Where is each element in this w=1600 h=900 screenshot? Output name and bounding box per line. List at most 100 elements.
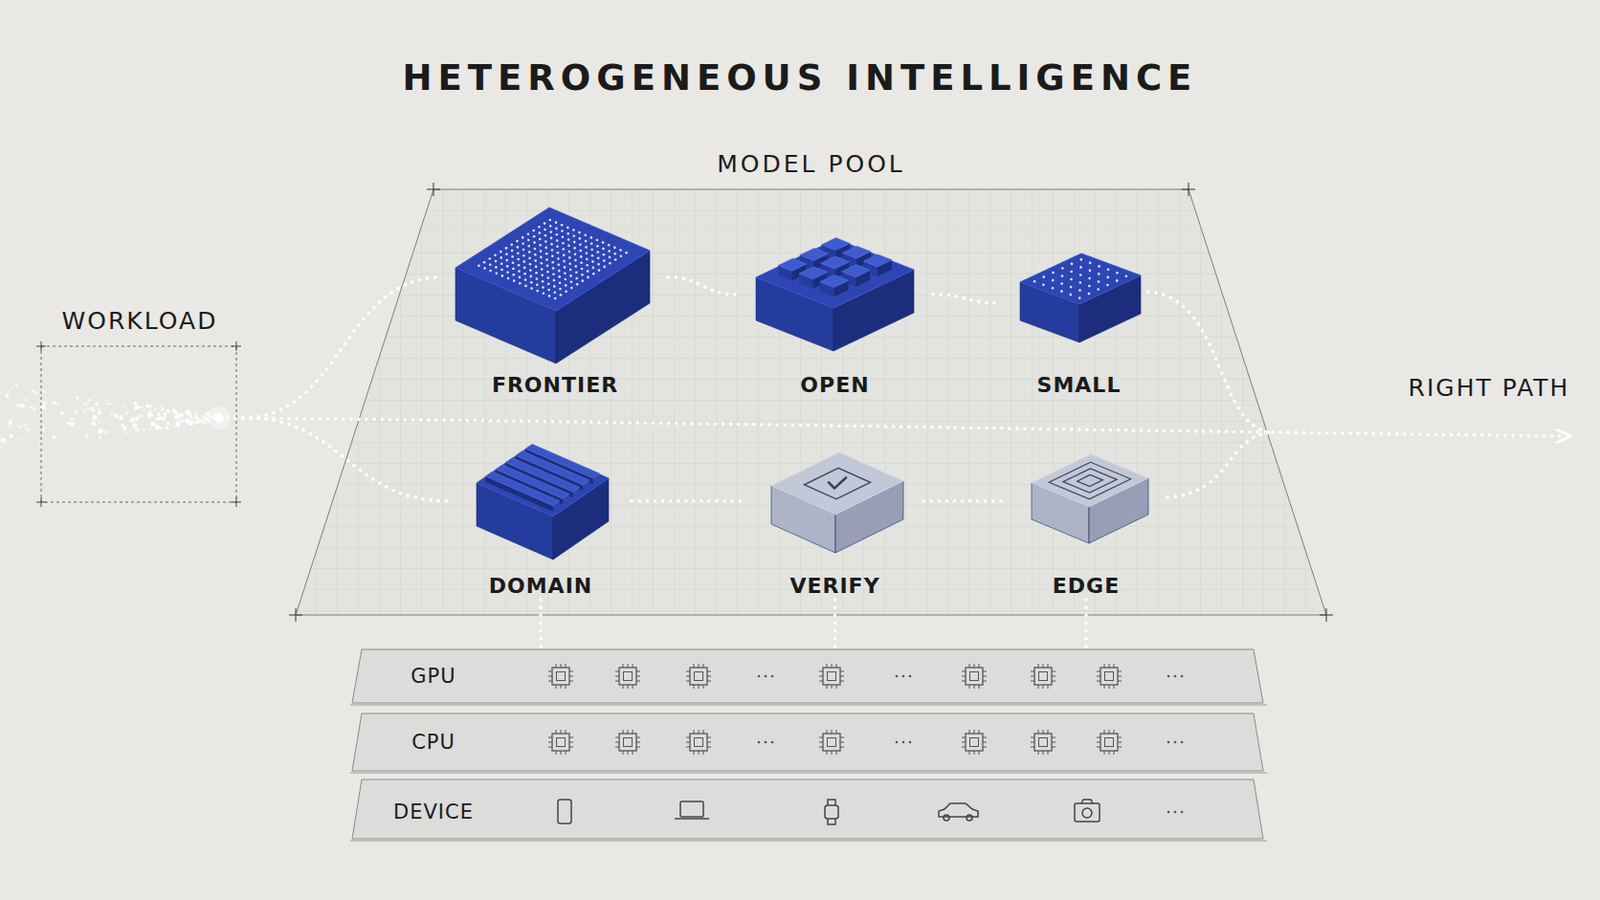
chip-dot (544, 240, 548, 244)
particle-dot (7, 420, 12, 424)
chip-dot (591, 260, 595, 264)
chip-dot (1106, 284, 1110, 288)
ellipsis-dot (771, 675, 775, 679)
particle-dot (97, 421, 100, 423)
chip-dot (569, 274, 573, 278)
particle-dot (41, 401, 45, 405)
nested-square (1048, 462, 1131, 500)
chip-dot (506, 259, 510, 263)
chip-dot (530, 287, 534, 290)
chip-dot (551, 255, 555, 259)
particle-dot (18, 424, 22, 428)
chip-dot (546, 270, 550, 274)
chip-core (694, 672, 704, 682)
chip-pin (819, 664, 845, 689)
chip-dot (1097, 280, 1101, 284)
particle-dot (85, 434, 89, 439)
chip-dot (493, 254, 497, 258)
particle-dot (141, 415, 144, 418)
chip-dot (585, 258, 589, 262)
chip-pin (1030, 664, 1056, 689)
model-pool-plane: MODEL POOLFRONTIEROPENSMALLDOMAINVERIFYE… (287, 143, 1335, 623)
particle-dot (133, 426, 139, 432)
chip-dot (545, 258, 549, 262)
flow-connector (243, 418, 450, 502)
chip-dot (1060, 289, 1064, 293)
particle-dot (16, 392, 19, 395)
corner-tick (1181, 182, 1196, 197)
chip-dot (537, 225, 541, 229)
cube-top (863, 254, 892, 267)
chip-dot (556, 251, 560, 255)
chip-dot (614, 258, 618, 262)
flow-connector (1084, 600, 1089, 647)
particle-dot (10, 386, 13, 389)
particle-dot (173, 425, 176, 428)
ellipsis-dot (764, 675, 768, 679)
chip-dot (601, 247, 605, 251)
chip-dot (540, 267, 544, 271)
chip-pin (615, 664, 641, 689)
chip-dot (570, 280, 574, 284)
particle-dot (35, 392, 39, 396)
chip-icon (965, 733, 983, 752)
particle-dot (75, 409, 78, 412)
chip-dot (1061, 274, 1065, 278)
chip-core (1105, 738, 1114, 748)
chip-dot (590, 248, 594, 252)
ellipsis-dot (1180, 675, 1184, 679)
chip-dot (510, 243, 513, 246)
car-wheel (966, 815, 973, 822)
chip-dot (555, 245, 559, 249)
particle-dot (165, 409, 171, 415)
arrow-head (1555, 429, 1572, 444)
chip-dot (592, 272, 596, 276)
particle-dot (162, 412, 167, 417)
chip-dot (1106, 276, 1110, 280)
phone-icon (557, 800, 572, 824)
particle-dot (141, 405, 144, 408)
particle-dot (24, 416, 27, 419)
chip-dot (607, 244, 611, 247)
particle-dot (133, 423, 135, 426)
chip-dot (488, 257, 492, 261)
watch-icon (824, 805, 839, 820)
chip-dot (533, 253, 537, 257)
chip-dot (488, 264, 492, 267)
chip-dot (1088, 285, 1091, 289)
particle-dot (32, 406, 37, 411)
particle-dot (98, 408, 102, 412)
chip-dot (1061, 266, 1065, 270)
cube-top (820, 275, 849, 289)
chip-dot (522, 254, 526, 258)
block-top-face (1031, 454, 1149, 508)
chip-dot (527, 239, 531, 243)
chip-dot (590, 242, 594, 245)
particle-dot (142, 409, 146, 413)
chip-dot (500, 268, 504, 272)
chip-dot (516, 245, 520, 249)
chip-dot (528, 257, 532, 261)
chip-dot (1069, 270, 1073, 274)
chip-pin (686, 730, 712, 756)
chip-dot (1069, 293, 1073, 297)
chip-pin (615, 664, 641, 689)
chip-dot (527, 232, 531, 236)
particle-dot (86, 407, 89, 411)
hardware-band: DEVICE (346, 777, 1267, 843)
block-top-face (476, 444, 609, 517)
chip-dot (552, 273, 556, 277)
particle-dot (147, 410, 152, 415)
particle-dot (20, 438, 23, 442)
chip-dot (572, 228, 576, 232)
chip-dot (544, 234, 548, 238)
chip-dot (567, 244, 571, 247)
chip-dot (1051, 279, 1055, 283)
particle-dot (122, 405, 125, 408)
particle-dot (125, 412, 129, 416)
particle-dot (107, 399, 110, 401)
chip-pin (1096, 730, 1122, 756)
particle-dot (24, 398, 28, 401)
particle-dot (52, 400, 57, 405)
chip-core (970, 672, 979, 682)
